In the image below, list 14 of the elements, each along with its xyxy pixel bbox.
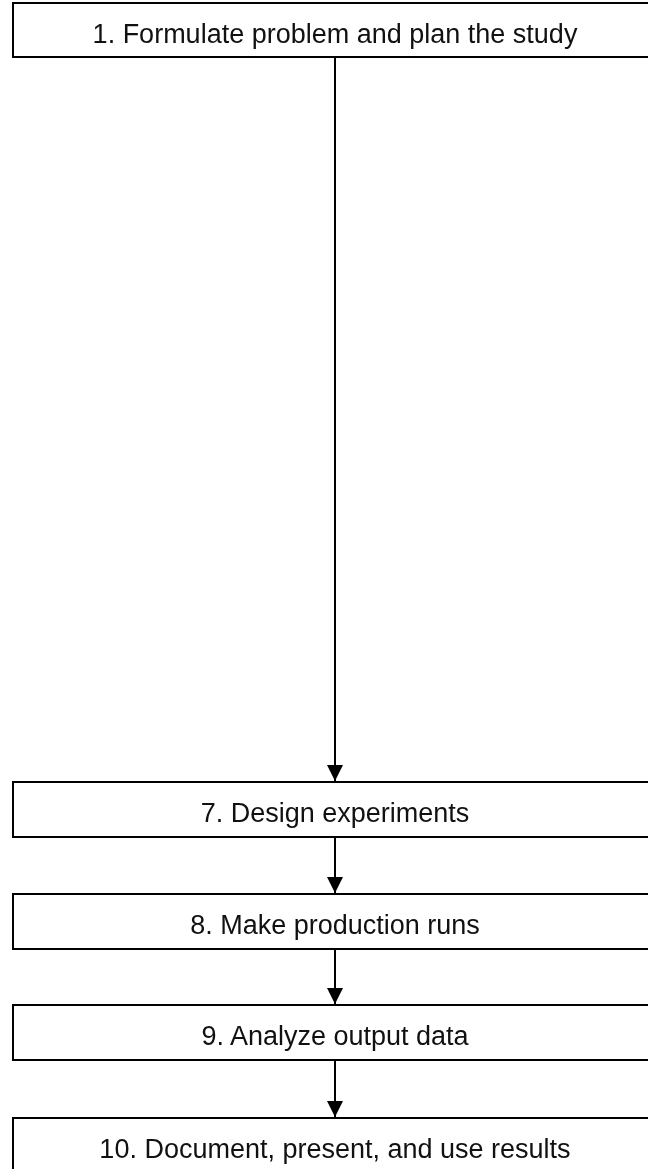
arrow xyxy=(327,57,343,782)
process-box xyxy=(12,2,648,58)
arrow xyxy=(327,837,343,894)
step-label: 8. Make production runs xyxy=(190,912,480,939)
step-label: 1. Formulate problem and plan the study xyxy=(92,21,578,48)
arrow xyxy=(327,949,343,1005)
process-box xyxy=(12,781,648,838)
process-box xyxy=(12,1004,648,1061)
step-label: 10. Document, present, and use results xyxy=(99,1136,571,1163)
step-label: 9. Analyze output data xyxy=(201,1023,469,1050)
process-box xyxy=(12,1117,648,1169)
step-label: 7. Design experiments xyxy=(200,800,470,827)
arrow xyxy=(327,1060,343,1118)
process-box xyxy=(12,893,648,950)
